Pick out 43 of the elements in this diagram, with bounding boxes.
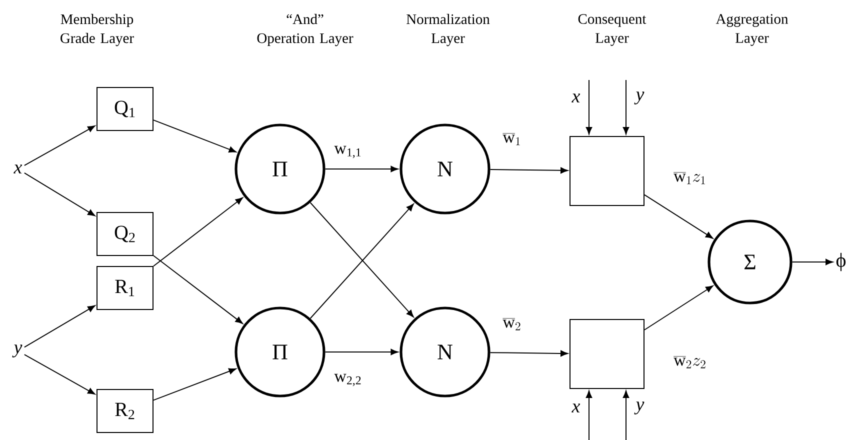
layer-heading: Membership Grade Layer [60,14,134,46]
arrow [153,120,236,153]
arrow [153,255,243,324]
arrow [586,80,592,134]
input-symbol: y [634,402,644,414]
arrow [490,167,568,174]
input-symbol: x [572,404,580,412]
output-symbol: ϕ [836,252,846,272]
arrow [24,125,96,166]
edge-label: w$_{2,2}$ [334,374,361,386]
arrow [644,194,714,239]
consequent-box [570,136,644,206]
arrow [153,197,243,267]
arrow [622,390,630,440]
edge-label: $\overline{\mathrm{w}}_{2}$ [502,318,520,330]
layer-heading: Consequent Layer [578,14,646,46]
edge-label: $\overline{\mathrm{w}}_{1}$ [502,133,520,146]
layer-heading: “And” Operation Layer [257,14,354,46]
input-symbol: y [12,344,22,358]
arrow [24,305,96,348]
arrow [792,258,834,266]
layer-heading: Normalization Layer [406,14,490,46]
consequent-box [570,319,644,389]
edge-label: $\overline{\mathrm{w}}_{2}z_{2}$ [674,356,706,368]
membership-box: Q$_{2}$ [96,212,154,256]
membership-box: R$_{2}$ [96,389,154,433]
edge-label: w$_{1,1}$ [334,146,361,158]
input-symbol: x [14,164,22,174]
input-symbol: y [634,92,644,104]
arrow [24,354,96,395]
arrow [153,368,236,401]
arrow [622,80,630,134]
arrow [324,348,398,356]
edge-label: $\overline{\mathrm{w}}_{1}z_{1}$ [674,172,705,184]
arrow [490,350,568,357]
arrow [644,285,714,330]
membership-box: R$_{1}$ [96,266,154,310]
arrow [324,166,398,172]
arrow [24,172,96,216]
arrow [586,390,592,440]
layer-heading: Aggregation Layer [716,14,788,46]
input-symbol: x [572,94,580,102]
membership-box: Q$_{1}$ [96,87,154,131]
